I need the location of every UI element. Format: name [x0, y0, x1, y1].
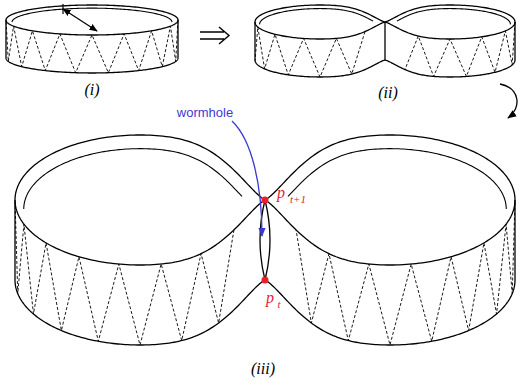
point-subscript: t+1: [290, 193, 306, 205]
band-rim: [385, 5, 515, 39]
band-lobe: [255, 5, 385, 77]
point-dot: [262, 197, 269, 204]
neck-line: [384, 22, 385, 60]
band-lobe: [385, 5, 515, 77]
triangulation-line: [255, 27, 365, 77]
band-lobe: [15, 135, 265, 345]
triangulation-line: [15, 203, 234, 345]
band-inner-edge: [12, 8, 172, 22]
band-bottom-edge: [15, 280, 265, 345]
wormhole-pointer: [232, 121, 262, 236]
band-lobe: [6, 5, 178, 73]
triangulation-line: [296, 203, 515, 345]
double-arrow: [63, 9, 97, 31]
band-bottom-edge: [265, 280, 515, 345]
wormhole-label: wormhole: [177, 105, 233, 120]
point-subscript: t: [277, 298, 280, 310]
band-inner-edge: [288, 149, 506, 209]
panel-label: (ii): [378, 84, 398, 102]
triangulation-line: [405, 23, 515, 77]
band-inner-edge: [24, 149, 242, 209]
band-rim: [15, 135, 265, 265]
band-side: [5, 20, 6, 58]
band-bottom-edge: [385, 60, 515, 77]
point-label: p: [266, 289, 274, 307]
point-dot: [262, 277, 269, 284]
band-bottom-edge: [255, 60, 385, 77]
panel-label: (iii): [251, 360, 275, 378]
point-label: p: [277, 184, 285, 202]
curved-arrow: [500, 84, 517, 118]
panel-label: (i): [84, 81, 99, 99]
band-inner-edge: [260, 9, 374, 25]
band-lobe: [265, 135, 515, 345]
band-inner-edge: [397, 9, 511, 25]
implies-arrow: [200, 27, 229, 44]
band-rim: [265, 135, 515, 265]
band-side: [514, 200, 515, 280]
band-bottom-edge: [6, 58, 178, 73]
band-rim: [255, 5, 385, 39]
band-rim: [6, 5, 178, 35]
